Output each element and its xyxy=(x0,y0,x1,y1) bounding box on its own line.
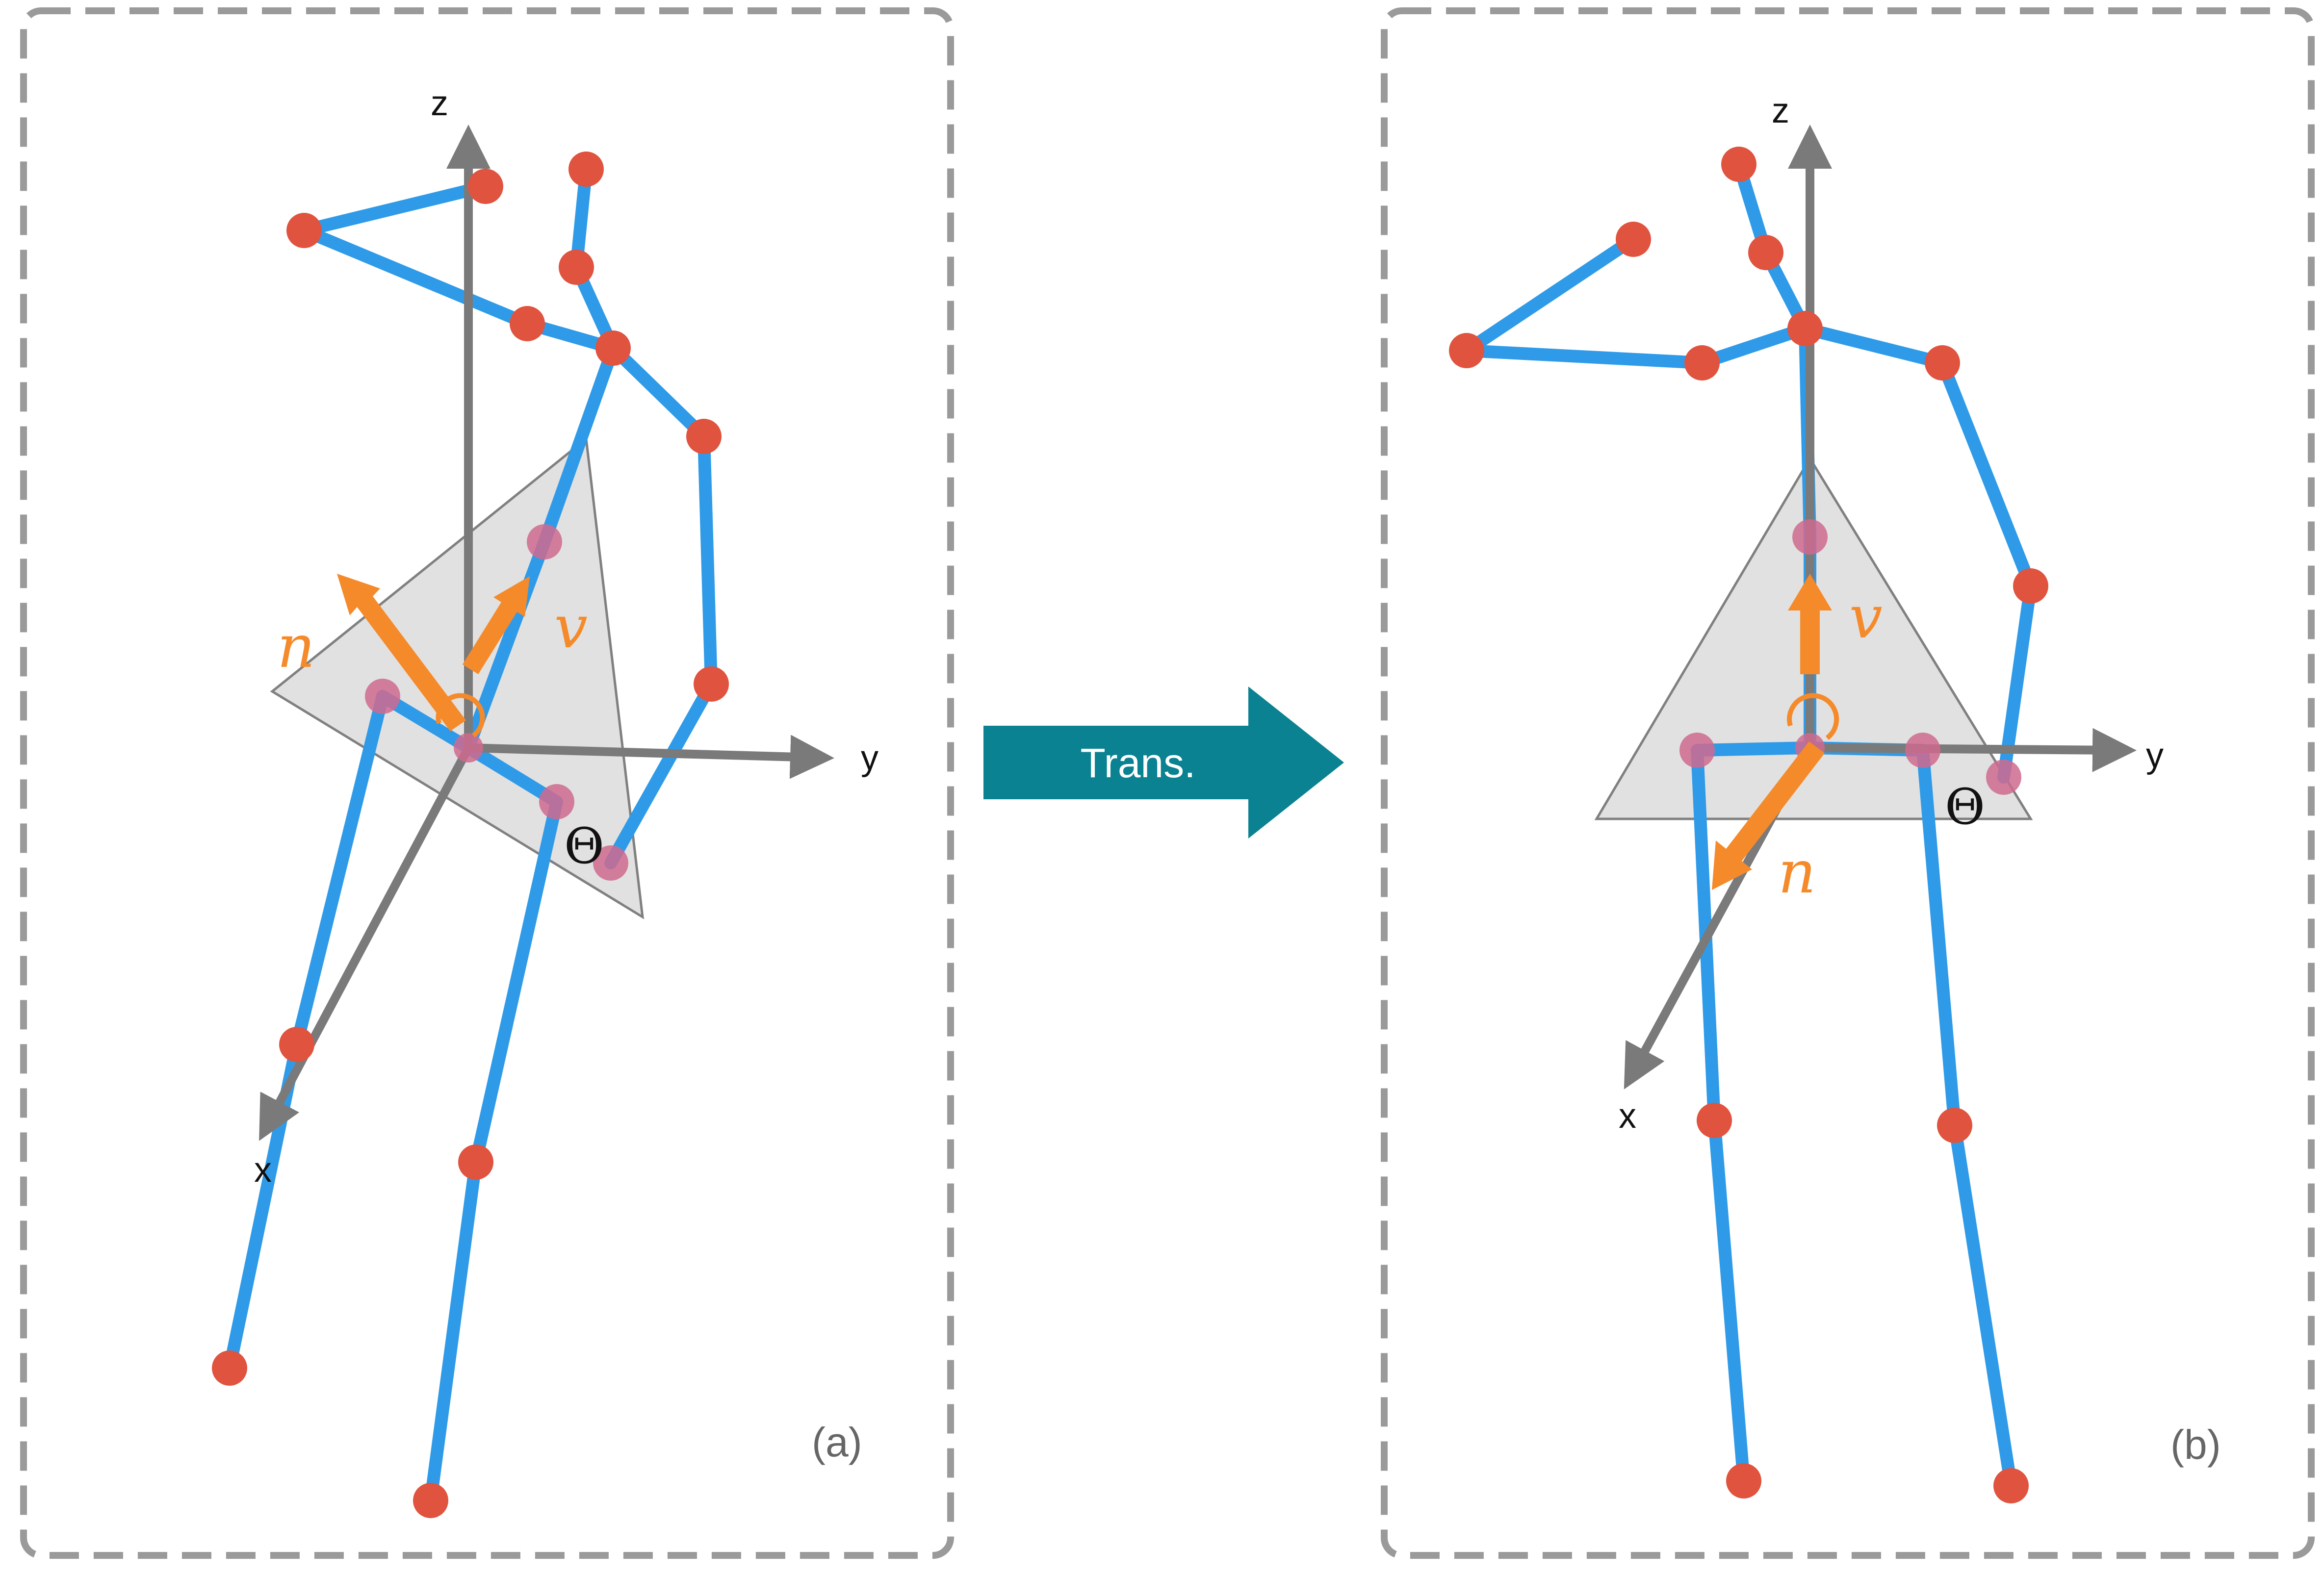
angle-label: Θ xyxy=(564,817,604,875)
transform-arrow-shape xyxy=(983,686,1344,839)
forward-vector-arrow xyxy=(1788,574,1832,674)
panel-b-border xyxy=(1381,7,2315,1559)
transform-arrow-label: Trans. xyxy=(1081,740,1196,786)
panel-a-border xyxy=(20,7,954,1559)
rotation-mark xyxy=(1787,693,1839,740)
x-axis-label: x xyxy=(254,1150,272,1190)
z-axis-label: z xyxy=(1772,91,1789,130)
transform-arrow: Trans. xyxy=(983,686,1344,839)
x-axis-label: x xyxy=(1619,1096,1636,1136)
panel-b: v n Θ z y x (b) xyxy=(1381,7,2315,1559)
normal-vector-label: n xyxy=(277,613,315,681)
forward-vector-arrow xyxy=(463,576,530,674)
normal-vector-arrow xyxy=(1712,741,1825,890)
z-axis-label: z xyxy=(431,84,448,123)
panel-a: n v Θ z y x (a) xyxy=(20,7,954,1559)
y-axis-label: y xyxy=(861,738,878,778)
coordinate-axes xyxy=(259,125,834,1141)
forward-vector-label: v xyxy=(554,593,588,661)
normal-vector-arrow xyxy=(337,574,466,731)
panel-a-label: (a) xyxy=(812,1419,862,1465)
skeleton-joints-behind-plane xyxy=(1679,519,2021,795)
skeleton-joints-behind-plane xyxy=(365,524,628,881)
skeleton-joints xyxy=(1449,147,2048,1503)
normal-vector-label: n xyxy=(1778,839,1816,907)
skeleton-joints xyxy=(212,152,729,1518)
forward-vector-label: v xyxy=(1849,584,1883,652)
panel-b-label: (b) xyxy=(2170,1422,2221,1468)
angle-label: Θ xyxy=(1945,778,1985,836)
y-axis-label: y xyxy=(2146,736,2164,775)
